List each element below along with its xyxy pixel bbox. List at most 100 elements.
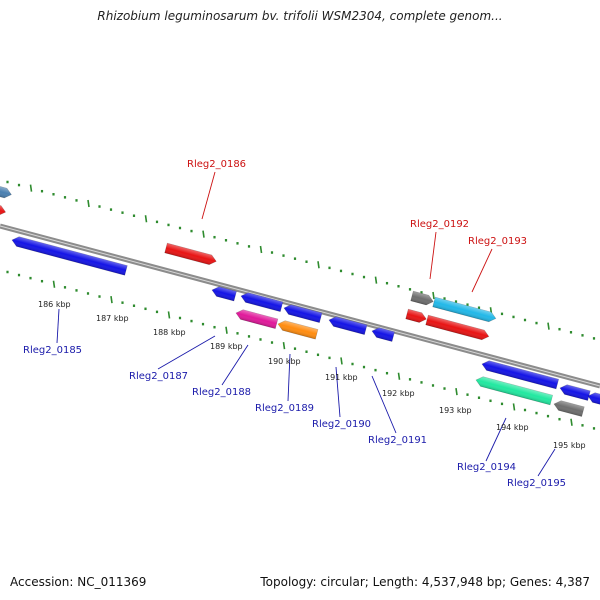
scale-label: 189 kbp <box>210 342 243 351</box>
gene-shading <box>0 185 12 198</box>
gene-shading <box>405 309 427 323</box>
tick-mark <box>167 311 171 319</box>
gene-arrow <box>481 360 560 390</box>
gene-arrow <box>211 286 237 302</box>
scale-label: 193 kbp <box>439 406 472 415</box>
gene-shading <box>560 384 591 401</box>
leader-line <box>537 448 556 477</box>
gene-label[interactable]: Rleg2_0186 <box>187 159 246 170</box>
gene-label[interactable]: Rleg2_0192 <box>410 219 469 230</box>
gene-arrow <box>277 320 319 340</box>
leader-line <box>287 353 291 402</box>
gene-label[interactable]: Rleg2_0195 <box>507 478 566 489</box>
gene-shading <box>241 292 283 312</box>
scale-label: 194 kbp <box>496 423 529 432</box>
reverse-gene-labels: Rleg2_0185 Rleg2_0187 Rleg2_0188 Rleg2_0… <box>23 345 566 489</box>
gene-arrow <box>0 184 12 199</box>
gene-shading <box>425 315 489 340</box>
gene-arrow <box>0 203 7 216</box>
scale-label: 191 kbp <box>325 373 358 382</box>
gene-track <box>0 184 600 417</box>
gene-label[interactable]: Rleg2_0191 <box>368 435 427 446</box>
tick-mark <box>259 245 263 254</box>
forward-gene-labels: Rleg2_0186 Rleg2_0192 Rleg2_0193 <box>187 159 527 247</box>
map-title: Rhizobium leguminosarum bv. trifolii WSM… <box>97 9 503 23</box>
leader-line <box>371 375 397 434</box>
gene-shading <box>410 291 434 305</box>
tick-mark <box>432 291 435 300</box>
gene-shading <box>164 243 217 265</box>
gene-arrow <box>283 304 323 323</box>
accession-text: Accession: NC_011369 <box>10 575 147 589</box>
scale-label: 190 kbp <box>268 357 301 366</box>
gene-shading <box>588 392 600 405</box>
scale-label: 186 kbp <box>38 300 71 309</box>
scale-label: 192 kbp <box>382 389 415 398</box>
leader-line <box>471 248 493 293</box>
gene-label[interactable]: Rleg2_0187 <box>129 371 188 382</box>
leader-line <box>429 231 437 280</box>
gene-arrow <box>164 242 217 266</box>
scale-labels: 186 kbp 187 kbp 188 kbp 189 kbp 190 kbp … <box>38 300 586 450</box>
tick-mark <box>29 184 33 192</box>
gene-shading <box>212 286 237 302</box>
gene-arrow <box>371 327 395 342</box>
gene-label[interactable]: Rleg2_0194 <box>457 462 516 473</box>
tick-mark <box>282 341 286 350</box>
scale-label: 195 kbp <box>553 441 586 450</box>
gene-arrow <box>328 316 368 335</box>
gene-arrow <box>587 392 600 405</box>
inner-tick-track <box>6 270 596 430</box>
tick-mark <box>52 280 56 288</box>
tick-mark <box>340 357 343 365</box>
gene-shading <box>284 304 323 323</box>
gene-shading <box>0 204 6 216</box>
label-leader-lines <box>56 171 556 477</box>
gene-shading <box>329 316 368 335</box>
gene-label[interactable]: Rleg2_0190 <box>312 419 371 430</box>
leader-line <box>221 344 249 386</box>
gene-shading <box>278 320 318 340</box>
gene-label[interactable]: Rleg2_0185 <box>23 345 82 356</box>
tick-mark <box>202 230 205 238</box>
tick-mark <box>225 326 228 334</box>
tick-mark <box>397 372 401 380</box>
gene-shading <box>482 360 559 389</box>
tick-mark <box>317 261 320 269</box>
gene-arrow <box>405 308 427 323</box>
gene-shading <box>432 297 496 322</box>
gene-label[interactable]: Rleg2_0189 <box>255 403 314 414</box>
gene-shading <box>372 327 395 342</box>
tick-mark <box>455 387 458 396</box>
gene-arrow <box>432 296 497 323</box>
tick-mark <box>144 215 148 223</box>
tick-mark <box>87 199 90 208</box>
leader-line <box>201 171 216 220</box>
gene-shading <box>554 400 585 417</box>
gene-arrow <box>235 309 279 330</box>
scale-label: 188 kbp <box>153 328 186 337</box>
outer-tick-track <box>6 180 596 340</box>
gene-label[interactable]: Rleg2_0193 <box>468 236 527 247</box>
tick-mark <box>570 418 573 426</box>
gene-arrow <box>559 384 591 401</box>
gene-arrow <box>475 376 554 406</box>
tick-mark <box>110 295 113 304</box>
genome-summary-text: Topology: circular; Length: 4,537,948 bp… <box>260 575 590 589</box>
gene-shading <box>12 236 128 276</box>
gene-shading <box>476 376 553 405</box>
scale-label: 187 kbp <box>96 314 129 323</box>
tick-mark <box>374 276 378 284</box>
gene-arrow <box>240 292 284 313</box>
gene-arrow <box>11 236 128 276</box>
gene-arrow <box>410 290 434 306</box>
gene-arrow <box>553 400 585 417</box>
tick-mark <box>512 403 516 411</box>
gene-arrow <box>425 314 490 341</box>
gene-shading <box>236 309 278 329</box>
genome-backbone <box>0 223 600 389</box>
leader-line <box>335 366 341 418</box>
leader-line <box>157 335 216 370</box>
gene-label[interactable]: Rleg2_0188 <box>192 387 251 398</box>
